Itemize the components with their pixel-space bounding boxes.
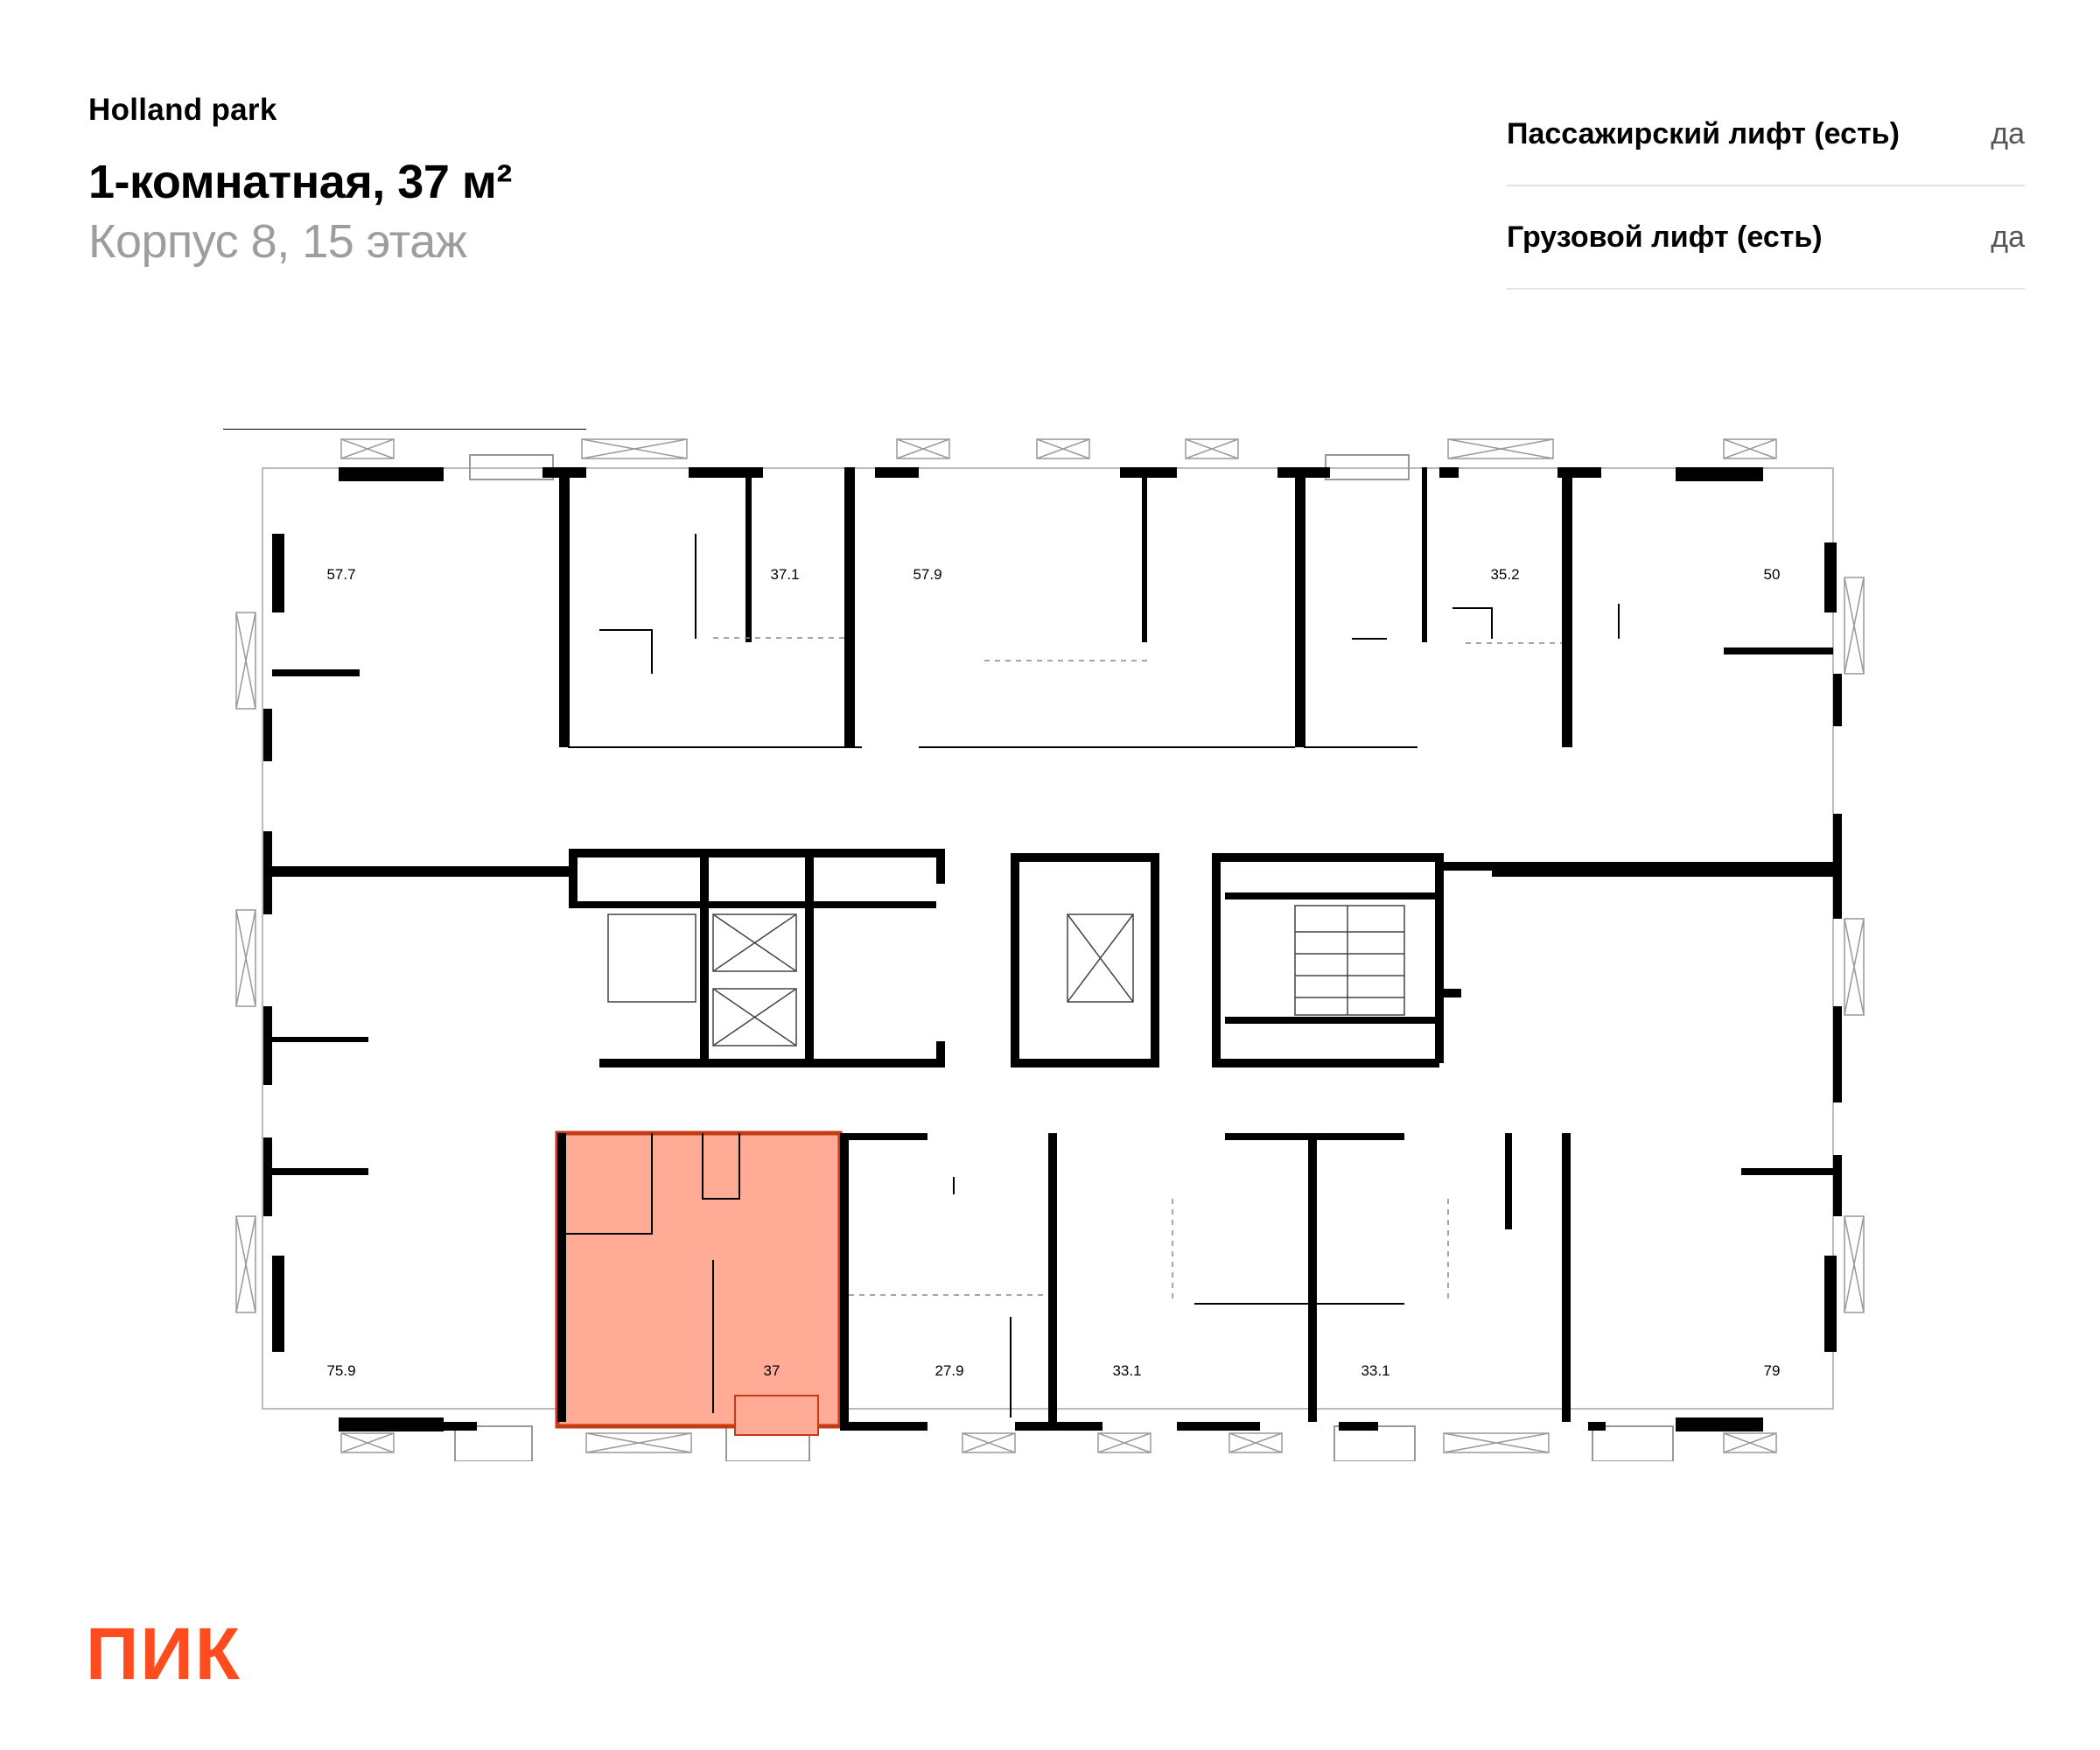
spec-value: да <box>1991 116 2025 150</box>
unit-label-57.9: 57.9 <box>913 566 942 583</box>
pik-logo: ПИК <box>86 1613 242 1695</box>
spec-freight-lift: Грузовой лифт (есть) да <box>1507 186 2025 290</box>
selected-apartment[interactable] <box>555 1130 843 1436</box>
unit-label-37: 37 <box>764 1362 780 1379</box>
unit-label-79: 79 <box>1764 1362 1781 1379</box>
unit-label-35.2: 35.2 <box>1490 566 1519 583</box>
spec-name: Грузовой лифт (есть) <box>1507 220 1823 254</box>
floor-plan: 57.7 37.1 57.9 35.2 50 75.9 37 27.9 33.1… <box>223 429 1865 1461</box>
unit-label-50: 50 <box>1764 566 1781 583</box>
apartment-title: 1-комнатная, 37 м² <box>88 156 512 208</box>
unit-label-37.1: 37.1 <box>770 566 799 583</box>
unit-label-57.7: 57.7 <box>326 566 355 583</box>
spec-passenger-lift: Пассажирский лифт (есть) да <box>1507 83 2025 186</box>
specs-list: Пассажирский лифт (есть) да Грузовой лиф… <box>1507 83 2025 290</box>
building-floor-subtitle: Корпус 8, 15 этаж <box>88 215 467 268</box>
unit-label-33.1-a: 33.1 <box>1112 1362 1141 1379</box>
spec-value: да <box>1991 220 2025 254</box>
unit-label-33.1-b: 33.1 <box>1361 1362 1390 1379</box>
unit-label-27.9: 27.9 <box>934 1362 963 1379</box>
spec-name: Пассажирский лифт (есть) <box>1507 116 1900 150</box>
unit-label-75.9: 75.9 <box>326 1362 355 1379</box>
project-name: Holland park <box>88 93 277 127</box>
